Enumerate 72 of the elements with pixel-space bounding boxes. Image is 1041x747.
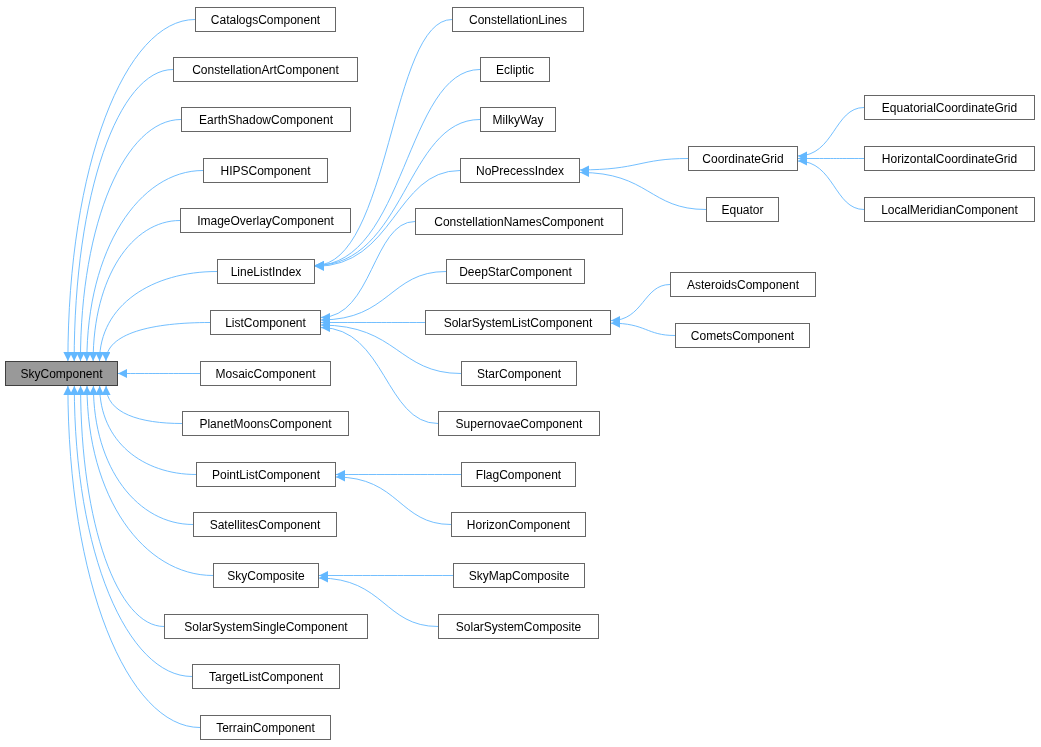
class-box bbox=[425, 310, 611, 335]
class-box bbox=[203, 158, 328, 183]
class-name: LocalMeridianComponent bbox=[881, 202, 1018, 217]
class-name: HorizontalCoordinateGrid bbox=[881, 151, 1018, 166]
class-name: MilkyWay bbox=[492, 112, 544, 127]
class-name: SkyComposite bbox=[227, 568, 305, 583]
class-box bbox=[415, 208, 623, 235]
class-name: SolarSystemSingleComponent bbox=[184, 619, 348, 634]
class-name: StarComponent bbox=[476, 366, 561, 381]
class-box bbox=[438, 411, 600, 436]
class-box bbox=[453, 563, 585, 588]
class-box bbox=[164, 614, 368, 639]
class-box bbox=[461, 462, 576, 487]
class-box bbox=[200, 361, 331, 386]
class-name: SolarSystemListComponent bbox=[443, 315, 593, 330]
class-name: ConstellationArtComponent bbox=[192, 62, 339, 77]
class-box bbox=[217, 259, 315, 284]
class-name: ListComponent bbox=[225, 315, 306, 330]
class-name: FlagComponent bbox=[475, 467, 562, 482]
class-box bbox=[195, 7, 336, 32]
class-box bbox=[200, 715, 331, 740]
class-box bbox=[446, 259, 585, 284]
class-box bbox=[5, 361, 118, 386]
class-name: EarthShadowComponent bbox=[198, 112, 334, 127]
class-name: SatellitesComponent bbox=[209, 517, 321, 532]
class-name: MosaicComponent bbox=[215, 366, 316, 381]
class-name: SkyMapComposite bbox=[468, 568, 570, 583]
class-box bbox=[461, 361, 577, 386]
class-box bbox=[181, 107, 351, 132]
class-box bbox=[688, 146, 798, 171]
class-box bbox=[180, 208, 351, 233]
class-name: Equator bbox=[721, 202, 764, 217]
class-box bbox=[192, 664, 340, 689]
class-name: SolarSystemComposite bbox=[455, 619, 582, 634]
class-name: ConstellationNamesComponent bbox=[434, 214, 604, 229]
class-name: TargetListComponent bbox=[208, 669, 324, 684]
class-name: Ecliptic bbox=[496, 62, 534, 77]
class-name: SkyComponent bbox=[20, 366, 103, 381]
class-box bbox=[451, 512, 586, 537]
class-name: HIPSComponent bbox=[220, 163, 311, 178]
class-box bbox=[196, 462, 336, 487]
class-name: HorizonComponent bbox=[466, 517, 571, 532]
class-name: LineListIndex bbox=[230, 264, 302, 279]
class-box bbox=[706, 197, 779, 222]
class-name: ConstellationLines bbox=[468, 12, 568, 27]
class-name: EquatorialCoordinateGrid bbox=[881, 100, 1018, 115]
class-name: ImageOverlayComponent bbox=[197, 213, 334, 228]
class-box bbox=[182, 411, 349, 436]
class-name: PlanetMoonsComponent bbox=[199, 416, 332, 431]
class-name: CatalogsComponent bbox=[210, 12, 321, 27]
class-box bbox=[173, 57, 358, 82]
class-name: DeepStarComponent bbox=[459, 264, 572, 279]
class-name: TerrainComponent bbox=[216, 720, 315, 735]
class-name: CometsComponent bbox=[690, 328, 795, 343]
class-box bbox=[675, 323, 810, 348]
class-name: NoPrecessIndex bbox=[475, 163, 564, 178]
class-box bbox=[864, 95, 1035, 120]
class-name: CoordinateGrid bbox=[702, 151, 784, 166]
class-box bbox=[460, 158, 580, 183]
class-box bbox=[213, 563, 319, 588]
class-box bbox=[193, 512, 337, 537]
class-box bbox=[864, 146, 1035, 171]
class-name: PointListComponent bbox=[211, 467, 321, 482]
class-name: AsteroidsComponent bbox=[686, 277, 800, 292]
class-box bbox=[864, 197, 1035, 222]
class-box bbox=[670, 272, 816, 297]
class-box bbox=[480, 107, 556, 132]
class-box bbox=[480, 57, 550, 82]
class-box bbox=[438, 614, 599, 639]
class-box bbox=[210, 310, 321, 335]
class-box bbox=[452, 7, 584, 32]
class-name: SupernovaeComponent bbox=[455, 416, 583, 431]
